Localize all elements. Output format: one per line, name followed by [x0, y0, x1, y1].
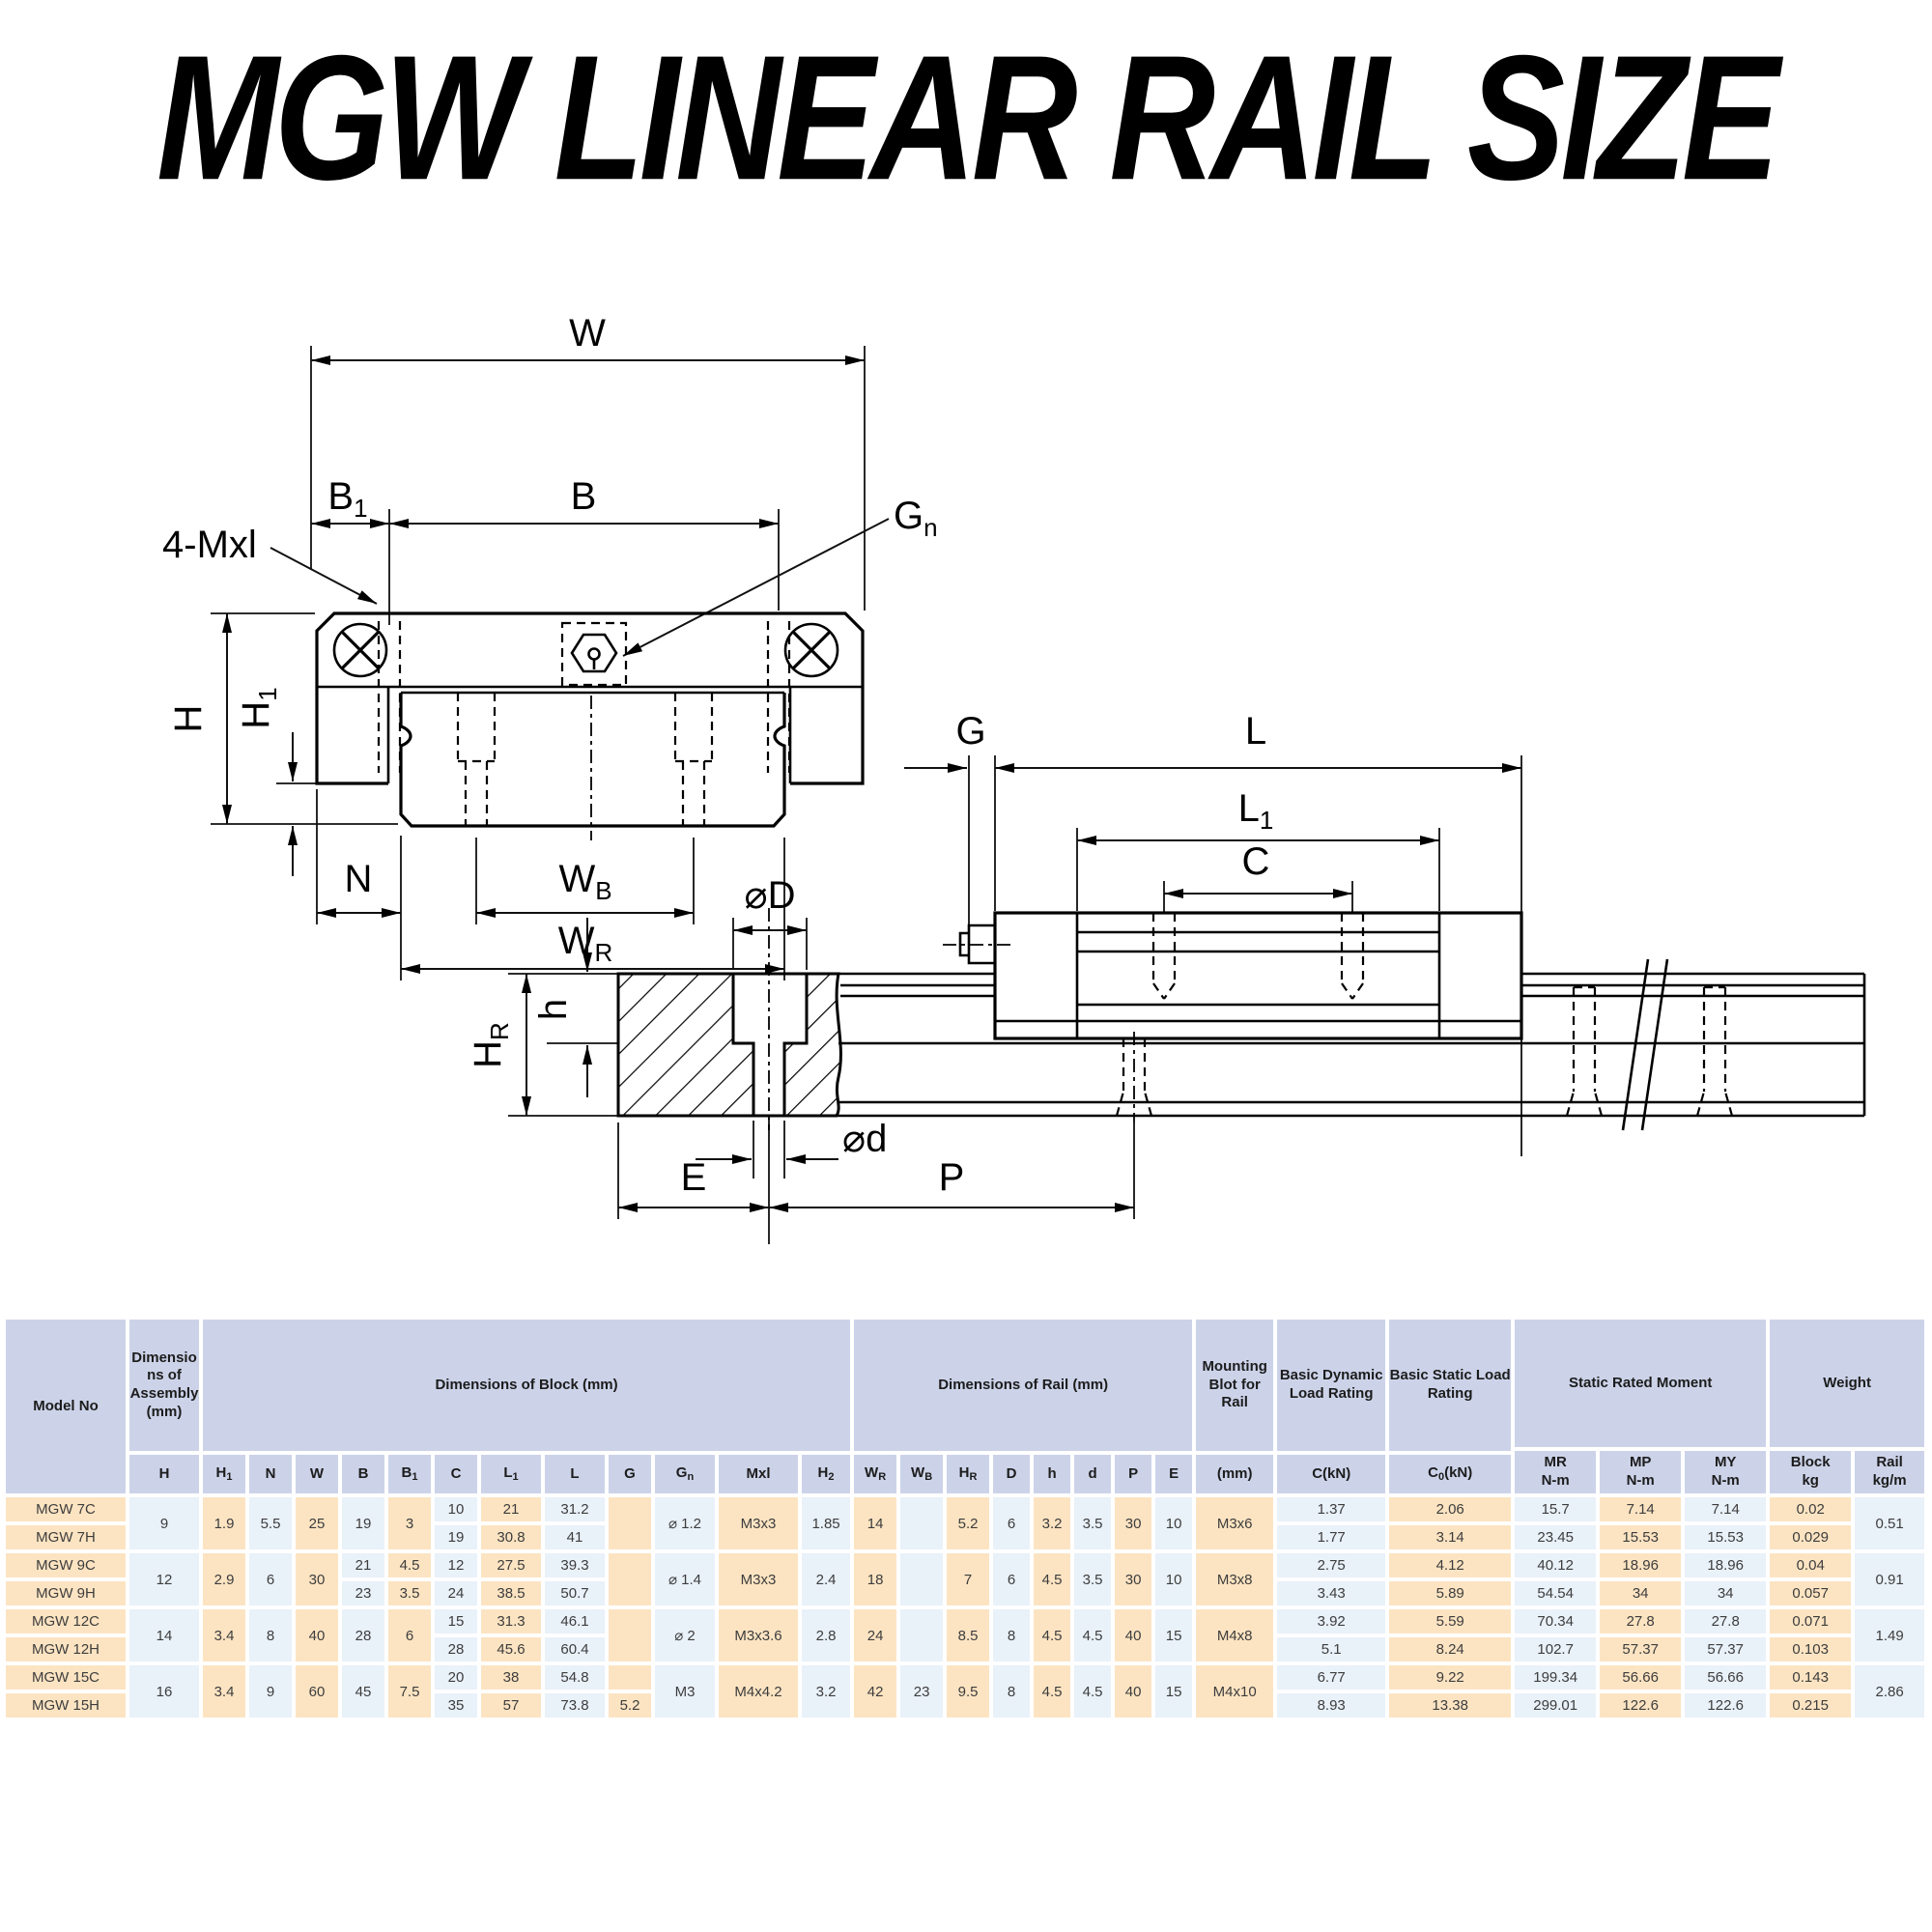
col-g: G [609, 1455, 651, 1493]
header-dynamic-load: Basic Dynamic Load Rating [1277, 1320, 1386, 1451]
dim-label-g: G [955, 710, 985, 753]
col-wr: WR [854, 1455, 897, 1493]
col-h2: H2 [802, 1455, 851, 1493]
dim-label-h1: H1 [235, 687, 282, 728]
phillips-screw-icon [783, 622, 839, 678]
table-row: MGW 12H 28 45.6 60.4 5.1 8.24 102.7 57.3… [6, 1637, 1924, 1662]
side-carriage-block [943, 911, 1523, 1040]
table-row: MGW 15C 16 3.4 9 60 45 7.5 20 38 54.8 M3… [6, 1665, 1924, 1718]
table-row: MGW 7H 19 30.8 41 1.77 3.14 23.45 15.53 … [6, 1525, 1924, 1549]
header-static-load: Basic Static Load Rating [1389, 1320, 1512, 1451]
phillips-screw-icon [332, 622, 388, 678]
col-mxl: Mxl [719, 1455, 798, 1493]
side-rail [837, 958, 1866, 1131]
table-row: MGW 9C 12 2.9 6 30 21 4.5 12 27.5 39.3 ⌀… [6, 1553, 1924, 1605]
header-block-dims: Dimensions of Block (mm) [203, 1320, 851, 1451]
dim-label-n: N [345, 858, 373, 900]
model-cell: MGW 12C [6, 1609, 126, 1634]
dim-label-h: h [532, 999, 575, 1020]
header-weight: Weight [1770, 1320, 1924, 1447]
table-row: MGW 9H 23 3.5 24 38.5 50.7 3.43 5.89 54.… [6, 1581, 1924, 1605]
header-rail-dims: Dimensions of Rail (mm) [854, 1320, 1193, 1451]
header-mounting-bolt: Mounting Blot for Rail [1196, 1320, 1274, 1451]
grease-nipple-icon [560, 621, 628, 687]
table-row: MGW 15H 35 57 73.8 5.2 8.93 13.38 299.01… [6, 1693, 1924, 1718]
dim-label-dD: ⌀D [745, 874, 796, 917]
dim-label-l: L [1245, 710, 1266, 753]
dim-label-c: C [1242, 840, 1270, 883]
col-b: B [342, 1455, 384, 1493]
header-static-moment: Static Rated Moment [1515, 1320, 1767, 1447]
side-grease-nipple-icon [943, 923, 1014, 965]
model-cell: MGW 7H [6, 1525, 126, 1549]
header-model-no: Model No [6, 1320, 126, 1493]
table-row: MGW 7C 9 1.9 5.5 25 19 3 10 21 31.2 ⌀ 1.… [6, 1497, 1924, 1549]
front-dimension-lines [211, 346, 890, 980]
front-view-drawing: W B B1 4-Mxl Gn H H1 N WB WR [162, 312, 938, 980]
col-n: N [249, 1455, 292, 1493]
dim-label-p: P [939, 1156, 965, 1199]
front-rail-section [399, 691, 786, 840]
model-cell: MGW 9H [6, 1581, 126, 1605]
dim-label-wb: WB [558, 858, 611, 905]
model-cell: MGW 15C [6, 1665, 126, 1690]
col-h-small: h [1034, 1455, 1071, 1493]
dim-label-4mxl: 4-Mxl [162, 524, 257, 566]
spec-table: Model No Dimensions of Assembly (mm) Dim… [2, 1316, 1928, 1721]
page-title: MGW LINEAR RAIL SIZE [0, 18, 1932, 217]
col-b1: B1 [388, 1455, 431, 1493]
col-w: W [296, 1455, 338, 1493]
model-cell: MGW 15H [6, 1693, 126, 1718]
dim-label-h: H [167, 705, 210, 733]
col-c: C [435, 1455, 477, 1493]
col-ckn: C(kN) [1277, 1455, 1386, 1493]
col-hr: HR [947, 1455, 990, 1493]
col-p: P [1115, 1455, 1152, 1493]
col-mm: (mm) [1196, 1455, 1274, 1493]
col-h1: H1 [203, 1455, 245, 1493]
col-e: E [1155, 1455, 1193, 1493]
dim-label-gn: Gn [894, 495, 938, 542]
table-row: MGW 12C 14 3.4 8 40 28 6 15 31.3 46.1 ⌀ … [6, 1609, 1924, 1662]
model-cell: MGW 9C [6, 1553, 126, 1577]
dim-label-w: W [569, 312, 606, 355]
col-d-cap: D [993, 1455, 1031, 1493]
model-cell: MGW 12H [6, 1637, 126, 1662]
dim-label-dd: ⌀d [842, 1118, 887, 1160]
dim-label-b1: B1 [327, 475, 367, 523]
col-c0kn: C0(kN) [1389, 1455, 1512, 1493]
col-wb: WB [900, 1455, 944, 1493]
col-d-small: d [1074, 1455, 1112, 1493]
dim-label-hr: HR [467, 1022, 514, 1068]
col-l1: L1 [481, 1455, 541, 1493]
model-cell: MGW 7C [6, 1497, 126, 1521]
col-gn: Gn [655, 1455, 715, 1493]
side-rail-section [616, 908, 842, 1130]
page-title-text: MGW LINEAR RAIL SIZE [156, 17, 1779, 217]
side-view-drawing: G L L1 C ⌀D HR h ⌀d E P [467, 710, 1866, 1244]
dim-label-e: E [681, 1156, 707, 1199]
dim-label-l1: L1 [1238, 787, 1274, 835]
col-l: L [545, 1455, 605, 1493]
col-h: H [129, 1455, 199, 1493]
dim-label-b: B [571, 475, 597, 518]
header-assembly: Dimensions of Assembly (mm) [129, 1320, 199, 1451]
